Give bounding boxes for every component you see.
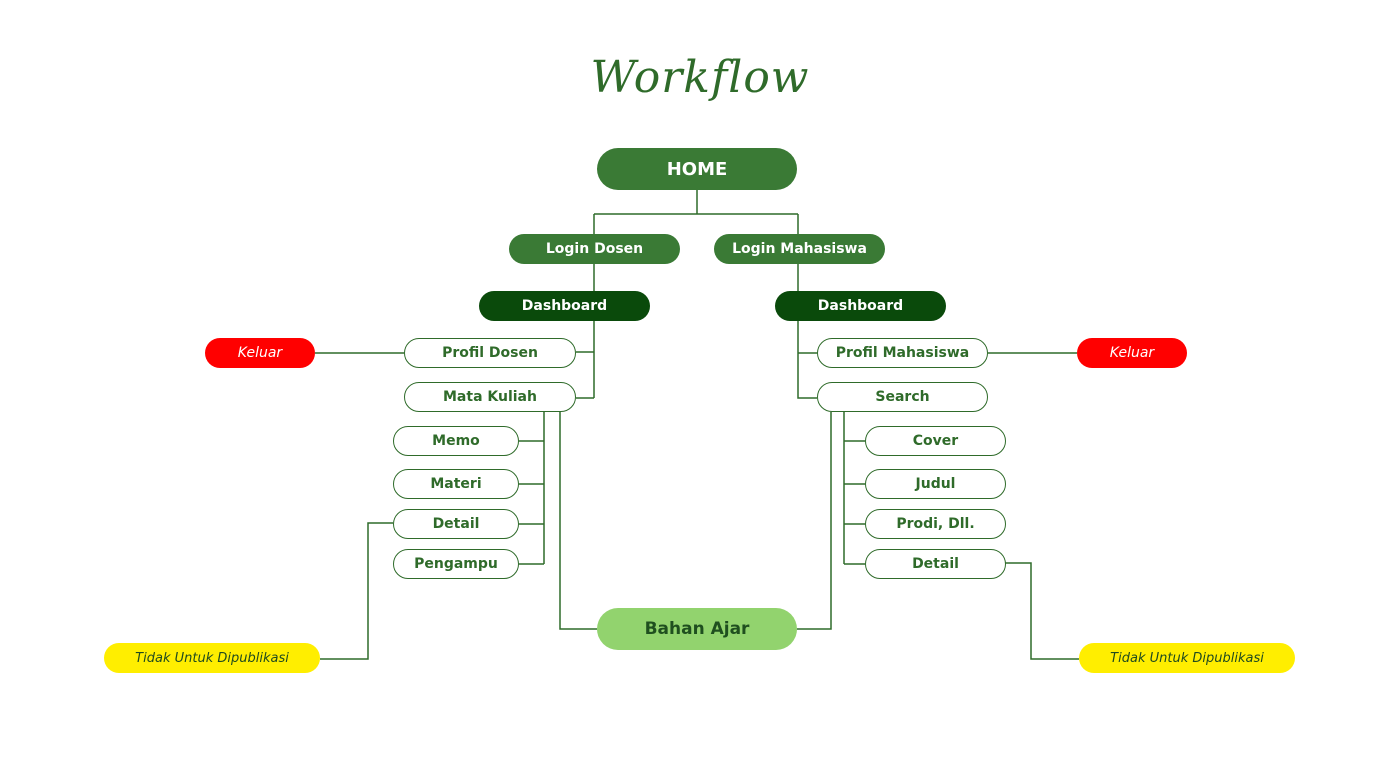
connector-detail-right bbox=[1005, 562, 1079, 660]
node-login-mahasiswa[interactable]: Login Mahasiswa bbox=[714, 234, 885, 264]
node-materi[interactable]: Materi bbox=[393, 469, 519, 499]
connector-detail-left bbox=[320, 522, 393, 660]
connector-bahan-right bbox=[797, 412, 832, 630]
node-detail-left[interactable]: Detail bbox=[393, 509, 519, 539]
node-keluar-left[interactable]: Keluar bbox=[205, 338, 315, 368]
node-cover[interactable]: Cover bbox=[865, 426, 1006, 456]
node-profil-dosen[interactable]: Profil Dosen bbox=[404, 338, 576, 368]
node-dashboard-mahasiswa[interactable]: Dashboard bbox=[775, 291, 946, 321]
node-dashboard-dosen[interactable]: Dashboard bbox=[479, 291, 650, 321]
node-keluar-right[interactable]: Keluar bbox=[1077, 338, 1187, 368]
node-memo[interactable]: Memo bbox=[393, 426, 519, 456]
node-pengampu[interactable]: Pengampu bbox=[393, 549, 519, 579]
node-login-dosen[interactable]: Login Dosen bbox=[509, 234, 680, 264]
connector-mata-kuliah bbox=[519, 412, 545, 565]
connector-bahan-left bbox=[559, 412, 597, 630]
page-title: Workflow bbox=[590, 52, 810, 103]
node-tidak-untuk-dipublikasi-left: Tidak Untuk Dipublikasi bbox=[104, 643, 320, 673]
node-profil-mahasiswa[interactable]: Profil Mahasiswa bbox=[817, 338, 988, 368]
node-home[interactable]: HOME bbox=[597, 148, 797, 190]
node-bahan-ajar[interactable]: Bahan Ajar bbox=[597, 608, 797, 650]
connector-search bbox=[843, 412, 865, 565]
node-mata-kuliah[interactable]: Mata Kuliah bbox=[404, 382, 576, 412]
connector-home bbox=[593, 190, 799, 234]
node-tidak-untuk-dipublikasi-right: Tidak Untuk Dipublikasi bbox=[1079, 643, 1295, 673]
node-prodi[interactable]: Prodi, Dll. bbox=[865, 509, 1006, 539]
node-search[interactable]: Search bbox=[817, 382, 988, 412]
node-judul[interactable]: Judul bbox=[865, 469, 1006, 499]
connector-dashboard-mahasiswa bbox=[797, 321, 817, 399]
node-detail-right[interactable]: Detail bbox=[865, 549, 1006, 579]
connector-dashboard-dosen bbox=[576, 321, 595, 399]
